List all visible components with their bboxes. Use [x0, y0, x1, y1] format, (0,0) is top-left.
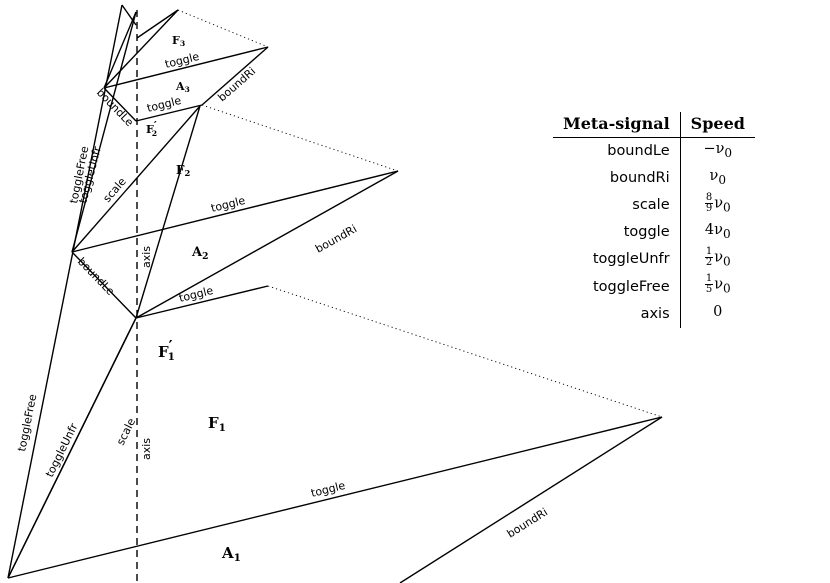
- region-f1-prime: F′1: [158, 337, 175, 363]
- signal-speed: 4ν0: [704, 222, 731, 242]
- label-boundri-1: boundRi: [505, 505, 550, 540]
- table-row: axis 0: [553, 300, 755, 328]
- label-toggle-3: toggle: [210, 194, 247, 215]
- scale-line-2: [71, 105, 201, 253]
- region-f1: F1: [208, 414, 226, 434]
- dotted-line-3: [177, 9, 269, 48]
- region-a2: A2: [191, 245, 208, 262]
- column-header-speed: Speed: [680, 112, 755, 138]
- boundle-line-3: [103, 87, 137, 122]
- region-a3: A3: [175, 80, 190, 94]
- signal-speed: 0: [713, 303, 723, 320]
- region-f2: F2: [176, 163, 191, 178]
- boundri-line-3: [201, 46, 269, 106]
- table-row: boundLe −ν0: [553, 137, 755, 165]
- signal-name: scale: [553, 191, 681, 220]
- label-scale-1: scale: [114, 416, 138, 447]
- signal-name: boundRi: [553, 164, 681, 192]
- scale-line-1b: [135, 105, 201, 319]
- top-line-c: [136, 9, 179, 39]
- label-boundle-2: boundLe: [75, 255, 117, 298]
- toggle-line-3: [103, 46, 269, 89]
- column-header-meta-signal: Meta-signal: [553, 112, 681, 138]
- signal-name: toggleUnfr: [553, 246, 681, 274]
- label-axis-1: axis: [140, 438, 153, 460]
- toggle-line-1: [7, 416, 663, 579]
- label-axis-2: axis: [140, 246, 153, 268]
- signal-speed: −ν0: [703, 141, 733, 160]
- label-boundri-2: boundRi: [313, 222, 359, 255]
- scale-line-3: [103, 9, 179, 89]
- signal-name: toggle: [553, 219, 681, 247]
- toggle-line-1b: [135, 285, 269, 319]
- signal-name: axis: [553, 300, 681, 328]
- signal-speed: ν0: [709, 167, 727, 187]
- toggle-line-2: [71, 170, 399, 253]
- label-togglefree-1: toggleFree: [15, 393, 39, 453]
- label-toggle-1: toggle: [310, 479, 347, 500]
- signal-name: boundLe: [553, 137, 681, 165]
- label-toggle-4: toggle: [146, 94, 183, 115]
- table-row: boundRi ν0: [553, 164, 755, 192]
- boundle-line-2: [71, 251, 137, 319]
- scale-line-1: [7, 317, 137, 579]
- region-a1: A1: [221, 544, 241, 564]
- signal-name: toggleFree: [553, 273, 681, 301]
- table-row: toggle 4ν0: [553, 219, 755, 247]
- speed-table: Meta-signal Speed boundLe −ν0 boundRi ν0…: [553, 112, 755, 328]
- dotted-line-2: [201, 104, 399, 172]
- label-boundri-3: boundRi: [215, 65, 258, 105]
- boundri-line-2: [135, 170, 399, 319]
- table-header-row: Meta-signal Speed: [553, 112, 755, 138]
- toggleunfr-line-2: [71, 11, 137, 253]
- boundri-line-1: [399, 416, 663, 583]
- label-toggle-2: toggle: [178, 284, 215, 305]
- label-toggleunfr-1: toggleUnfr: [43, 421, 81, 479]
- top-line-b: [121, 4, 137, 26]
- label-scale-2: scale: [100, 175, 129, 205]
- togglefree-line: [7, 4, 123, 579]
- top-line-a: [103, 11, 137, 89]
- region-f2-prime: F′2: [146, 119, 157, 138]
- region-f3: F3: [172, 34, 185, 48]
- toggle-line-2b: [135, 104, 203, 122]
